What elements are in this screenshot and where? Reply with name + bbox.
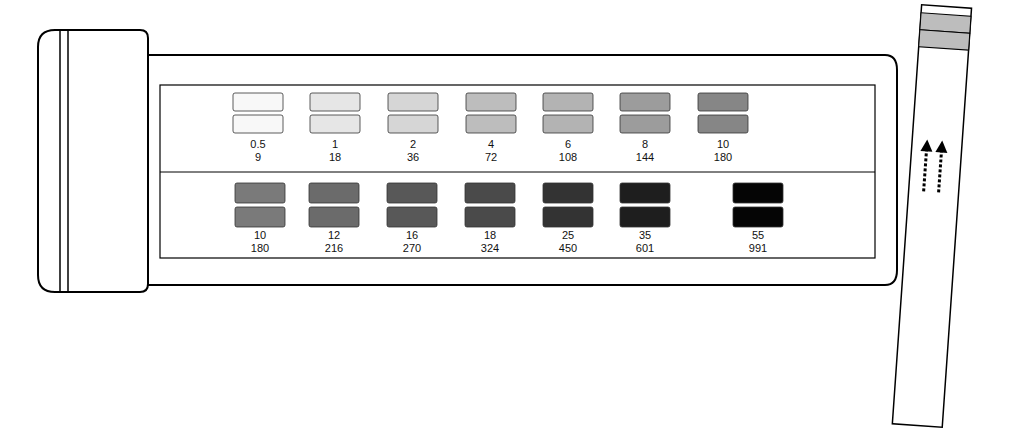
strip-body	[892, 5, 971, 427]
color-swatch	[620, 115, 670, 133]
arrow-head	[935, 140, 948, 153]
color-swatch	[387, 183, 437, 203]
scale-value: 991	[749, 242, 767, 255]
scale-value: 4	[488, 138, 494, 151]
scale-value: 36	[407, 151, 419, 164]
color-swatch	[233, 93, 283, 111]
scale-value: 450	[559, 242, 577, 255]
scale-value: 601	[636, 242, 654, 255]
color-swatch	[733, 207, 783, 227]
color-swatch	[388, 115, 438, 133]
color-swatch	[465, 207, 515, 227]
color-swatch	[309, 183, 359, 203]
color-swatch	[235, 207, 285, 227]
scale-value: 10	[717, 138, 729, 151]
scale-value: 10	[254, 229, 266, 242]
arrow-head	[920, 139, 933, 152]
scale-value: 216	[325, 242, 343, 255]
strip-pad	[919, 30, 970, 50]
color-swatch	[388, 93, 438, 111]
color-swatch	[310, 93, 360, 111]
scale-value: 72	[485, 151, 497, 164]
color-swatch	[466, 115, 516, 133]
color-swatch	[233, 115, 283, 133]
scale-value: 9	[255, 151, 261, 164]
scale-value: 1	[332, 138, 338, 151]
color-swatch	[235, 183, 285, 203]
color-swatch	[620, 93, 670, 111]
color-swatch	[543, 115, 593, 133]
scale-value: 2	[410, 138, 416, 151]
scale-value: 180	[714, 151, 732, 164]
test-strip	[892, 5, 971, 427]
container-cap	[38, 30, 148, 292]
scale-value: 324	[481, 242, 499, 255]
color-swatch	[733, 183, 783, 203]
scale-value: 0.5	[250, 138, 265, 151]
scale-value: 108	[559, 151, 577, 164]
scale-value: 8	[642, 138, 648, 151]
color-swatch	[543, 183, 593, 203]
dip-arrow	[924, 149, 927, 191]
chart-panel	[160, 85, 875, 258]
color-swatch	[387, 207, 437, 227]
color-swatch	[698, 93, 748, 111]
scale-value: 6	[565, 138, 571, 151]
scale-value: 25	[562, 229, 574, 242]
scale-value: 16	[406, 229, 418, 242]
color-swatch	[466, 93, 516, 111]
scale-value: 270	[403, 242, 421, 255]
dip-arrow	[939, 151, 942, 193]
container-body	[130, 55, 897, 285]
scale-value: 18	[484, 229, 496, 242]
color-swatch	[310, 115, 360, 133]
scale-value: 12	[328, 229, 340, 242]
scale-value: 144	[636, 151, 654, 164]
color-swatch	[620, 183, 670, 203]
scale-value: 55	[752, 229, 764, 242]
cap-ridge	[59, 31, 61, 291]
swatch-group	[233, 93, 783, 227]
panel-divider	[160, 172, 875, 173]
color-swatch	[698, 115, 748, 133]
color-swatch	[543, 207, 593, 227]
scale-value: 35	[639, 229, 651, 242]
color-swatch	[465, 183, 515, 203]
color-swatch	[309, 207, 359, 227]
cap-ridge	[67, 31, 69, 291]
scale-value: 180	[251, 242, 269, 255]
color-swatch	[620, 207, 670, 227]
scale-value: 18	[329, 151, 341, 164]
color-swatch	[543, 93, 593, 111]
